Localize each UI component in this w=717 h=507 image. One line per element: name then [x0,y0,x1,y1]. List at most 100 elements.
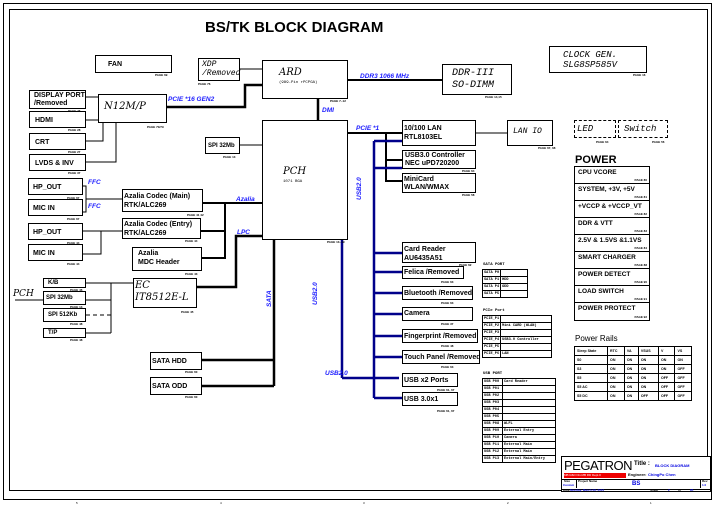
pcie-port-title: PCIe Port [483,309,505,313]
led-block[interactable]: LED [574,120,616,138]
xdp-block[interactable]: XDP/Removed [198,58,240,81]
switch-block[interactable]: Switch [618,120,668,138]
lan-io-block[interactable]: LAN IO [507,120,553,146]
date-value: Monday, March 08, 2010 [570,488,605,492]
sata-odd-block[interactable]: SATA ODD [150,377,202,395]
usb-x2-ports-block[interactable]: USB x2 Ports [402,373,458,387]
kb-block[interactable]: K/B [43,278,86,288]
page-ref: PAGE 56 [652,140,665,144]
page-title: BS/TK BLOCK DIAGRAM [205,19,384,36]
power-item-label: POWER PROTECT [578,305,636,312]
page-ref: PAGE 67 [67,196,80,200]
bus-label-usb2: USB2.0 [312,282,319,305]
ruler-label: 2 [507,501,509,505]
touch-panel-label: Touch Panel /Removed [404,354,481,361]
touch-panel-block[interactable]: Touch Panel /Removed [402,350,481,364]
ard-block[interactable]: ARD(989-Pin rPCPGA) [262,60,348,99]
fingerprint-label: Fingerprint /Removed [404,333,477,340]
power-item-label: LOAD SWITCH [578,288,624,295]
page-ref: PAGE 14,15 [485,95,502,99]
page-ref: PAGE 61, 67 [437,388,455,392]
spi-32mb-ec-block[interactable]: SPI 32Mb [43,291,86,305]
codec-label: Azalia Codec (Main) [124,193,191,200]
bus-label-usb2: USB2.0 [325,370,348,377]
display-port-sublabel: /Removed [34,100,68,107]
felica-label: Felica /Removed [404,269,460,276]
n12m-label: N12M/P [104,101,146,112]
hdmi-block[interactable]: HDMI [29,111,86,128]
xdp-sublabel: /Removed [202,69,241,78]
table-row: SATA P5 [481,290,528,298]
usb30-port-block[interactable]: USB 3.0x1 [402,392,458,406]
spi-32mb-pch-block[interactable]: SPI 32Mb [205,137,240,154]
sata-hdd-block[interactable]: SATA HDD [150,352,202,370]
lvds-block[interactable]: LVDS & INV [29,154,86,171]
page-ref: PAGE 63 [441,301,454,305]
sheets-value: 95 [690,488,694,492]
fingerprint-block[interactable]: Fingerprint /Removed [402,329,478,343]
pch-sublabel: 1071 BGA [283,180,303,184]
rev-label: Rev [702,479,708,483]
usb3-controller-sublabel: NEC uPD720200 [405,160,460,167]
spi-512kb-block[interactable]: SPI 512Kb [43,308,86,322]
title-label: Title : [634,461,650,467]
tp-block[interactable]: T/P [43,328,86,338]
page-ref: PAGE 88 [634,263,647,267]
mic-in-entry-block[interactable]: MIC IN [28,244,83,261]
bluetooth-block[interactable]: Bluetooth /Removed [402,286,473,300]
page-ref: PAGE 27 [68,150,81,154]
n12m-gpu-block[interactable]: N12M/P [98,94,167,123]
hp-out-main-block[interactable]: HP_OUT [28,178,83,195]
power-section-title: POWER [575,154,617,166]
azalia-codec-main-block[interactable]: Azalia Codec (Main)RTK/ALC269 [122,189,203,212]
page-ref: PAGE 13 [223,155,236,159]
fan-block[interactable]: FAN [95,55,172,73]
ddr-sublabel: SO-DIMM [452,80,495,91]
azalia-codec-entry-block[interactable]: Azalia Codec (Entry)RTK/ALC269 [122,218,201,239]
page-ref: PAGE 80 [634,178,647,182]
table-row: PCIE_P1 [481,315,552,323]
mic-in-main-block[interactable]: MIC IN [28,199,83,216]
page-ref: PAGE 28 [68,128,81,132]
ddr-label: DDR-III [452,68,495,79]
page-ref: PAGE 67, 68 [538,146,556,150]
clock-gen-block[interactable]: CLOCK GEN.SLG8SP585V [549,46,647,73]
card-reader-label: Card Reader [404,246,446,253]
bus-label-ddr3: DDR3 1066 MHz [360,73,410,80]
camera-block[interactable]: Camera [402,307,473,321]
page-ref: PAGE 70/79 [147,125,164,129]
display-port-block[interactable]: DISPLAY PORT/Removed [29,90,86,109]
table-row: USB P01 [482,385,556,393]
hp-out-entry-block[interactable]: HP_OUT [28,223,83,240]
camera-label: Camera [404,310,430,317]
title-block-row [562,479,710,490]
felica-block[interactable]: Felica /Removed [402,266,464,279]
crt-block[interactable]: CRT [29,133,86,150]
bus-label-ffc: FFC [88,203,101,210]
